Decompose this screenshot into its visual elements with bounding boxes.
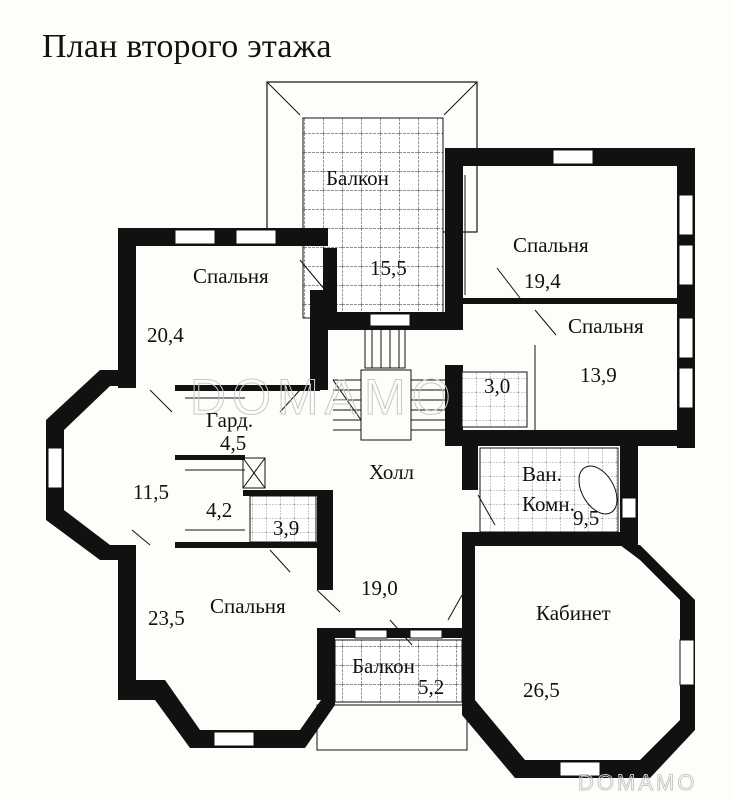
room-area-wc-west: 3,9 [273,516,300,540]
room-area-bedroom-ne: 19,4 [524,269,561,293]
watermark-center: DOMAMO [190,369,457,426]
room-area-bedroom-sw: 23,5 [148,606,185,630]
room-name-bathroom: Ван. [522,462,562,486]
room-area-bedroom-nw: 20,4 [147,323,184,347]
room-name-bedroom-sw: Спальня [210,594,286,618]
room-area-bedroom-e: 13,9 [580,363,617,387]
room-area-wc-east: 3,0 [484,374,511,398]
room-name-bedroom-ne: Спальня [513,233,589,257]
wc-west [249,495,317,543]
wc-east [461,371,528,428]
room-area-closet: 4,2 [206,498,233,522]
room-area-hall: 19,0 [361,576,398,600]
room-name-bedroom-nw: Спальня [193,264,269,288]
balcony-small [334,639,463,703]
room-name-hall: Холл [369,460,415,484]
watermark-corner: DOMAMO [577,770,698,796]
room-area-balcony-top: 15,5 [370,256,407,280]
doors [131,259,557,646]
closet-hatches [185,175,536,531]
room-area-bathroom: 9,5 [573,506,600,530]
room-name-study: Кабинет [536,601,611,625]
room-area-study: 26,5 [523,678,560,702]
room-area-wardrobe: 4,5 [220,431,247,455]
room-name-bedroom-e: Спальня [568,314,644,338]
room-area-bay-west: 11,5 [133,480,169,504]
room-area-balcony-small: 5,2 [418,675,445,699]
walls [46,148,695,778]
windows [47,149,695,777]
room-name-balcony-small: Балкон [352,654,415,678]
page-title: План второго этажа [42,28,332,65]
room-name-wardrobe: Гард. [206,408,254,432]
room-name2-bathroom: Комн. [522,492,575,516]
room-name-balcony-top: Балкон [326,166,389,190]
